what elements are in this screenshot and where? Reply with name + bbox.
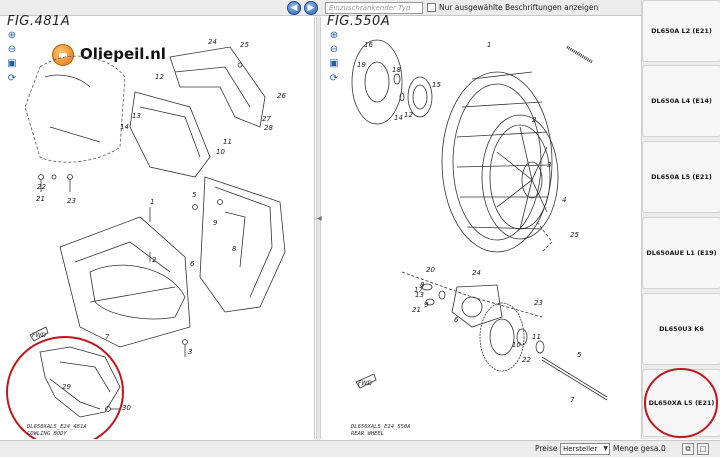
part-label: 3: [188, 348, 192, 356]
highlight-circle-right: [644, 368, 718, 438]
oil-drop-icon: [52, 44, 74, 66]
model-item[interactable]: DL650U3 K6: [642, 293, 720, 365]
part-label: 17: [414, 286, 423, 294]
part-label: 6: [190, 260, 195, 268]
arrow-left-icon[interactable]: ◀: [287, 1, 301, 15]
logo-text: Oliepeil.nl: [80, 45, 166, 63]
right-figure-title: FIG.550A: [327, 14, 391, 29]
model-item[interactable]: DL650A L4 (E14): [642, 65, 720, 137]
part-label: 21: [412, 306, 421, 314]
part-label: 2: [152, 256, 157, 264]
part-label: 2: [532, 116, 537, 124]
part-label: 10: [512, 341, 521, 349]
part-label: 23: [67, 197, 76, 205]
fit-page-icon[interactable]: ▣: [7, 58, 17, 69]
part-label: 11: [532, 333, 541, 341]
part-label: 15: [432, 81, 441, 89]
part-label: 13: [132, 112, 141, 120]
part-label: 22: [37, 183, 46, 191]
part-label: 10: [216, 148, 225, 156]
part-label: 4: [562, 196, 566, 204]
part-label: 24: [208, 38, 217, 46]
part-label: 8: [232, 245, 237, 253]
zoom-in-icon[interactable]: ⊕: [7, 30, 17, 41]
fwd-label: FWD: [32, 332, 46, 339]
model-item[interactable]: DL650A L2 (E21): [642, 0, 720, 62]
reset-icon[interactable]: ⟳: [329, 73, 339, 84]
part-label: 30: [122, 404, 131, 412]
part-label: 9: [424, 301, 429, 309]
only-selected-label: Nur ausgewählte Beschriftungen anzeigen: [439, 3, 599, 12]
left-figure-title: FIG.481A: [7, 14, 71, 29]
price-source-value: Hersteller: [563, 445, 598, 453]
status-bar: Preise Hersteller ▼ Menge gesa... 0 ⧉ □: [0, 440, 720, 457]
zoom-out-icon[interactable]: ⊖: [329, 44, 339, 55]
copy-icon[interactable]: ⧉: [682, 443, 694, 455]
part-label: 14: [120, 123, 129, 131]
window-icon[interactable]: □: [697, 443, 709, 455]
part-label: 6: [454, 316, 459, 324]
part-label: 19: [357, 61, 366, 69]
part-label: 20: [426, 266, 435, 274]
part-label: 7: [570, 396, 575, 404]
right-caption-code: DL650XAL5_E24_550A: [351, 424, 411, 430]
part-label: 1: [487, 41, 491, 49]
right-diagram-panel[interactable]: FIG.550A ⊕ ⊖ ▣ ⟳: [322, 14, 640, 439]
fwd-label: FWD: [358, 380, 372, 387]
part-label: 7: [105, 333, 110, 341]
arrow-right-icon[interactable]: ▶: [304, 1, 318, 15]
quantity-label: Menge gesa...: [613, 444, 666, 453]
part-label: 1: [150, 198, 154, 206]
part-label: 18: [392, 66, 401, 74]
part-label: 13: [415, 291, 424, 299]
type-filter-input[interactable]: Einzuschränkender Typ: [325, 2, 423, 14]
part-label: 16: [364, 41, 373, 49]
chevron-down-icon: ▼: [603, 445, 608, 452]
price-label: Preise: [535, 444, 558, 453]
only-selected-checkbox[interactable]: [427, 3, 436, 12]
part-label: 29: [62, 383, 71, 391]
left-caption-code: DL650XAL5_E24_481A: [27, 424, 87, 430]
right-caption-title: REAR WHEEL: [351, 431, 385, 437]
rear-wheel-exploded-diagram: 16 19 18 15 14 12 1 2 3 4 5 6 7 8 9 10 1…: [351, 39, 608, 404]
part-label: 25: [240, 41, 249, 49]
zoom-out-icon[interactable]: ⊖: [7, 44, 17, 55]
part-label: 25: [570, 231, 579, 239]
cowling-exploded-diagram: 24 25 26 27 28 12 13 14 23 21 22 29 30 1…: [6, 38, 286, 439]
part-label: 26: [277, 92, 286, 100]
part-label: 23: [534, 299, 543, 307]
highlight-circle-left: [6, 336, 124, 439]
part-label: 11: [223, 138, 232, 146]
part-label: 24: [472, 269, 481, 277]
reset-icon[interactable]: ⟳: [7, 73, 17, 84]
model-item[interactable]: DL650AUE L1 (E19): [642, 217, 720, 289]
left-diagram-panel[interactable]: FIG.481A ⊕ ⊖ ▣ ⟳ Oliepeil.nl: [0, 14, 315, 439]
part-label: 5: [192, 191, 197, 199]
part-label: 12: [404, 111, 413, 119]
zoom-in-icon[interactable]: ⊕: [329, 30, 339, 41]
panel-splitter[interactable]: ◀: [316, 17, 322, 439]
price-source-select[interactable]: Hersteller ▼: [560, 443, 610, 455]
part-label: 27: [262, 115, 271, 123]
part-label: 28: [264, 124, 273, 132]
part-label: 14: [394, 114, 403, 122]
part-label: 12: [155, 73, 164, 81]
part-label: 3: [547, 161, 551, 169]
splitter-arrow-icon[interactable]: ◀: [317, 215, 322, 222]
model-item[interactable]: DL650A L5 (E21): [642, 141, 720, 213]
part-label: 22: [522, 356, 531, 364]
fit-page-icon[interactable]: ▣: [329, 58, 339, 69]
model-sidebar: DL650A L2 (E21) DL650A L4 (E14) DL650A L…: [641, 0, 720, 439]
part-label: 8: [420, 281, 425, 289]
top-toolbar: ◀ ▶ Einzuschränkender Typ Nur ausgewählt…: [0, 0, 720, 16]
part-label: 21: [36, 195, 45, 203]
part-label: 9: [213, 219, 218, 227]
part-label: 5: [577, 351, 582, 359]
quantity-value: 0: [661, 444, 666, 453]
left-caption-title: COWLING BODY: [27, 431, 67, 437]
